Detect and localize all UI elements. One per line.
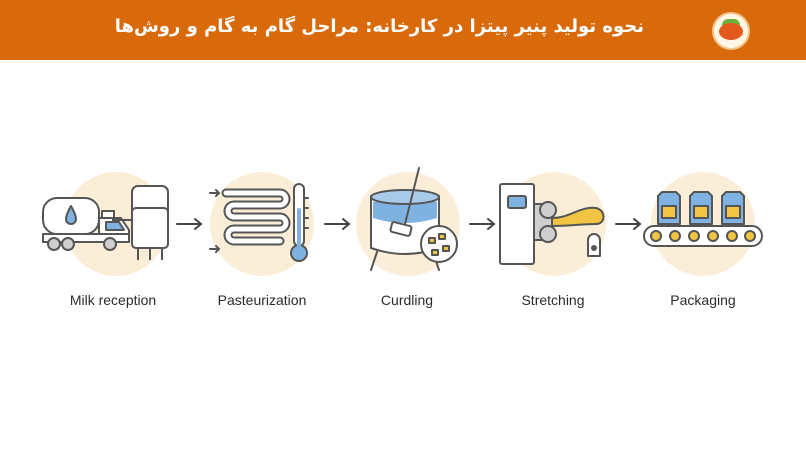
milk-truck-tank-icon: [42, 185, 169, 260]
arrow-right-icon: [176, 218, 203, 230]
step-label-milk-reception: Milk reception: [69, 292, 157, 308]
arrow-right-icon: [324, 218, 351, 230]
stretching-machine-icon: [499, 183, 605, 265]
conveyor-packaging-icon: [643, 191, 763, 247]
curdling-vat-icon: [370, 167, 458, 271]
step-label-pasteurization: Pasteurization: [217, 292, 307, 308]
page-title: نحوه تولید پنیر پیتزا در کارخانه: مراحل …: [114, 16, 644, 37]
arrow-right-icon: [469, 218, 496, 230]
heat-exchanger-thermometer-icon: [209, 183, 309, 262]
arrow-right-icon: [615, 218, 642, 230]
step-label-stretching: Stretching: [521, 292, 585, 308]
step-label-packaging: Packaging: [670, 292, 736, 308]
cheese-brand-logo-icon[interactable]: [712, 12, 750, 50]
logo-cheese-shape: [719, 23, 743, 40]
step-label-curdling: Curdling: [380, 292, 434, 308]
header-bar: نحوه تولید پنیر پیتزا در کارخانه: مراحل …: [0, 0, 806, 60]
